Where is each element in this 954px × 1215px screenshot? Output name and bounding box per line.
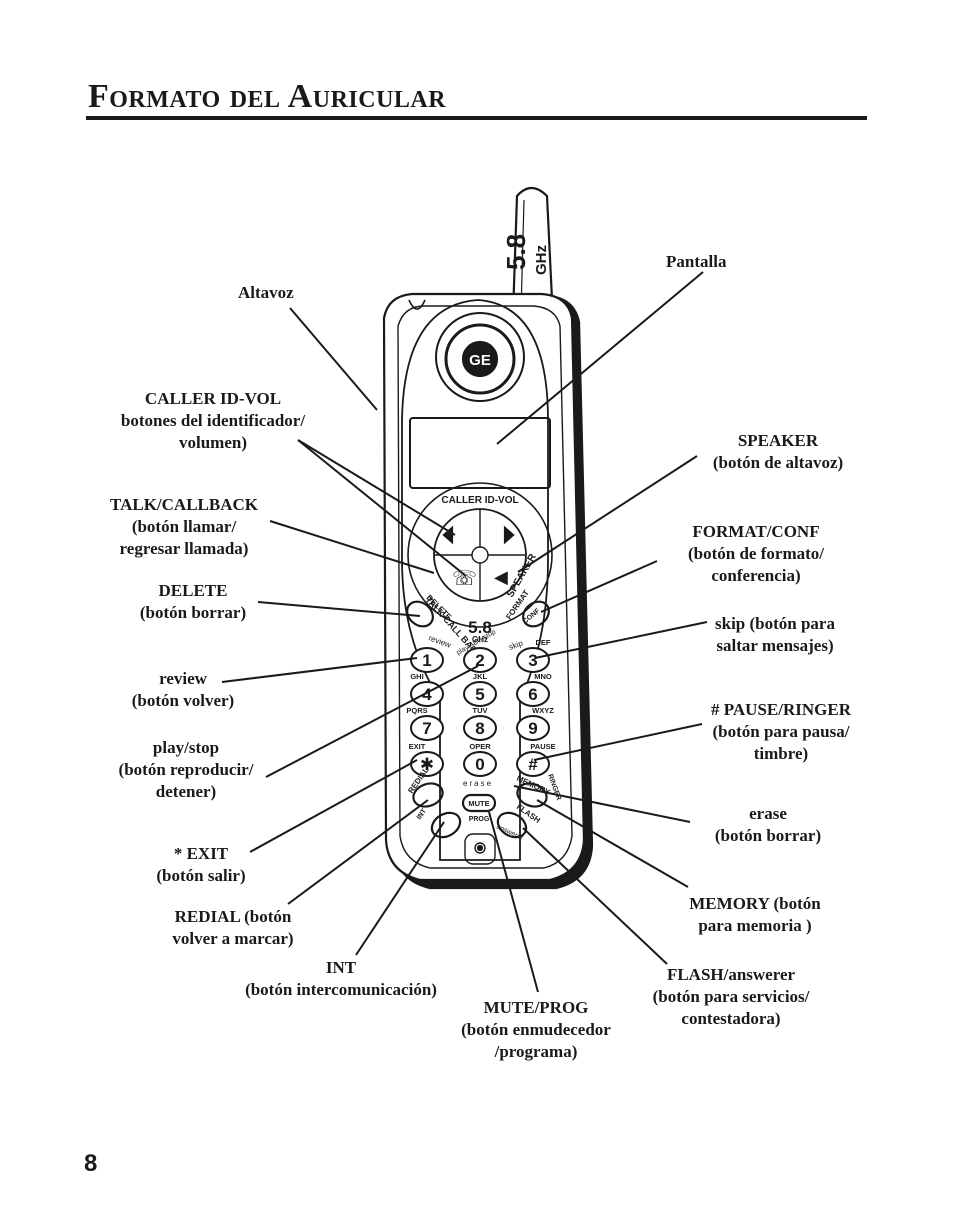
display-screen <box>409 417 551 489</box>
key-digit: 7 <box>422 719 431 738</box>
key-digit: 5 <box>475 685 484 704</box>
svg-text:GHz: GHz <box>533 245 550 275</box>
key-digit: 0 <box>475 755 484 774</box>
label-exit: * EXIT(botón salir) <box>156 844 246 885</box>
label-flash-answerer: FLASH/answerer(botón para servicios/cont… <box>652 965 810 1028</box>
key-digit: 4 <box>422 685 432 704</box>
leader-line <box>265 665 479 778</box>
leader-line <box>533 723 703 761</box>
label-altavoz: Altavoz <box>238 283 294 302</box>
key-2 <box>463 647 497 673</box>
keypad: 1 2 3 DEF 4 GHI 5 JKL 6 MNO 7 PQRS 8 TUV 9 WXYZ ✱ EXIT 0 OP… <box>406 638 556 777</box>
svg-text:MUTE: MUTE <box>468 799 489 808</box>
key-7 <box>410 715 444 741</box>
label-talk-callback: TALK/CALLBACK(botón llamar/regresar llam… <box>110 495 258 558</box>
svg-text:GE: GE <box>469 352 491 369</box>
label-format-conf: FORMAT/CONF(botón de formato/conferencia… <box>688 522 824 585</box>
leader-line <box>257 601 421 617</box>
delete-button <box>406 600 434 628</box>
key-letters: DEF <box>536 638 551 647</box>
key-letters: WXYZ <box>532 706 554 715</box>
key-letters: JKL <box>473 672 488 681</box>
leader-line <box>287 799 429 905</box>
label-pause-ringer: # PAUSE/RINGER(botón para pausa/timbre) <box>711 700 851 763</box>
key-letters: MNO <box>534 672 552 681</box>
leader-line <box>297 439 456 536</box>
label-speaker: SPEAKER(botón de altavoz) <box>712 431 844 472</box>
int-button <box>430 811 462 839</box>
svg-text:5.8: 5.8 <box>468 618 492 637</box>
key-letters: EXIT <box>409 742 426 751</box>
key-5 <box>463 681 497 707</box>
key-letters: GHI <box>410 672 423 681</box>
key-letters: OPER <box>469 742 491 751</box>
svg-text:erase: erase <box>463 779 493 788</box>
leader-line <box>221 657 418 683</box>
handset-face <box>401 299 549 861</box>
leader-line <box>536 799 689 888</box>
memory-button <box>516 782 548 808</box>
key-9 <box>516 715 550 741</box>
page-number: 8 <box>84 1150 98 1177</box>
label-erase: erase(botón borrar) <box>714 804 822 845</box>
key-letters: PAUSE <box>530 742 555 751</box>
label-pantalla: Pantalla <box>666 252 727 271</box>
label-int: INT(botón intercomunicación) <box>245 958 437 999</box>
leader-line <box>540 560 658 613</box>
label-play-stop: play/stop(botón reproducir/detener) <box>118 738 254 801</box>
key-digit: 9 <box>528 719 537 738</box>
leader-line <box>496 271 704 445</box>
leader-line <box>297 439 467 577</box>
key-6 <box>516 681 550 707</box>
caller-id-vol-arc-label: CALLER ID-VOL <box>441 495 518 506</box>
key-letters: TUV <box>473 706 488 715</box>
leader-line <box>517 455 698 573</box>
leader-line <box>534 621 708 659</box>
key-8 <box>463 715 497 741</box>
svg-text:GHz: GHz <box>472 635 488 644</box>
antenna-brand: 5.8 <box>501 234 531 270</box>
key-1 <box>410 647 444 673</box>
label-mute-prog: MUTE/PROG(botón enmudecedor/programa) <box>461 998 611 1061</box>
svg-text:PROG: PROG <box>469 816 490 823</box>
key-11 <box>463 751 497 777</box>
earpiece-speaker <box>435 312 525 402</box>
flash-button <box>496 811 528 839</box>
key-digit: 1 <box>422 651 431 670</box>
key-digit: 2 <box>475 651 484 670</box>
redial-button <box>412 782 444 808</box>
leader-line <box>269 520 435 574</box>
label-delete: DELETE(botón borrar) <box>139 581 247 622</box>
leader-line <box>355 821 445 956</box>
ge-logo <box>461 340 499 378</box>
talk-icon: ☏ <box>452 568 477 590</box>
key-3 <box>516 647 550 673</box>
key-letters: PQRS <box>406 706 427 715</box>
mute-prog-button <box>461 793 497 813</box>
speaker-icon: ◀ <box>494 567 508 587</box>
leader-line <box>513 785 691 823</box>
leader-line <box>249 759 418 853</box>
key-digit: 6 <box>528 685 537 704</box>
key-digit: ✱ <box>420 755 434 774</box>
leader-line <box>488 811 539 993</box>
leader-line <box>289 307 378 411</box>
page-title: Formato del Auricular <box>88 78 447 115</box>
label-review: review(botón volver) <box>131 669 235 710</box>
format-conf-button <box>522 600 550 628</box>
key-digit: 8 <box>475 719 484 738</box>
leader-line <box>522 827 668 965</box>
microphone <box>464 833 496 865</box>
key-digit: 3 <box>528 651 537 670</box>
title-rule <box>86 116 867 120</box>
key-digit: # <box>528 755 538 774</box>
